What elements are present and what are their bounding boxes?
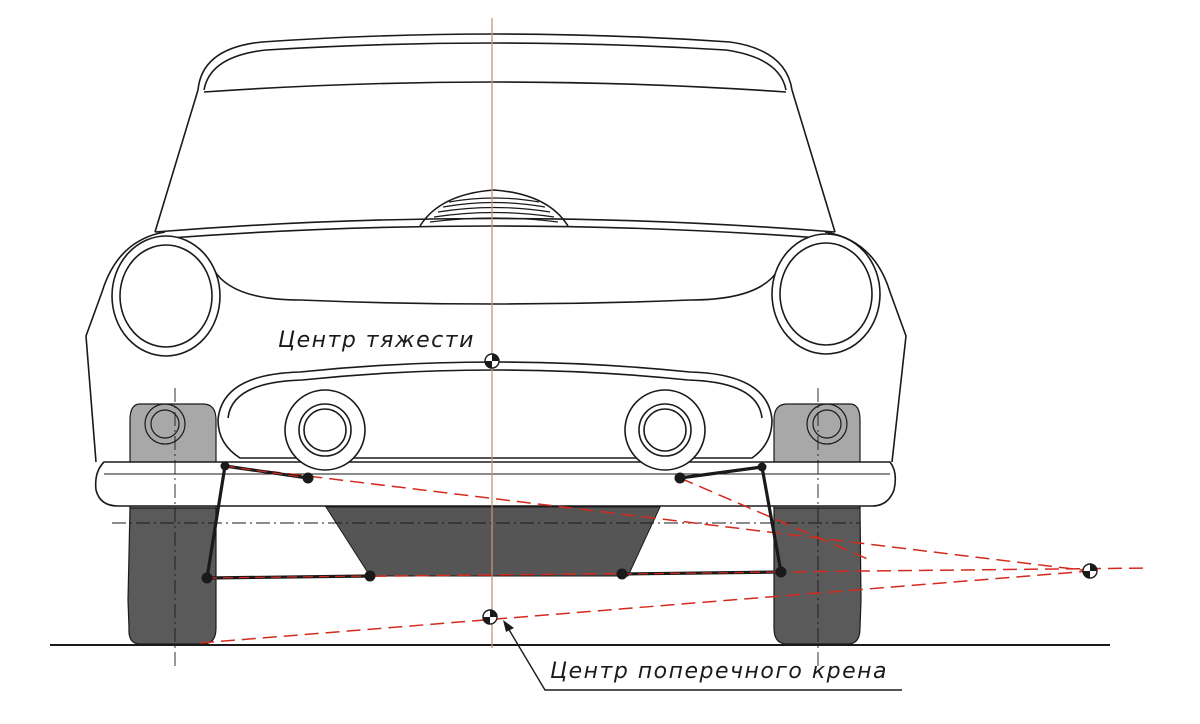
roll-center-marker [482, 609, 498, 625]
center-of-gravity-label: Центр тяжести [278, 328, 475, 353]
right-upper-arm [678, 465, 764, 480]
left-fog-light [284, 389, 366, 471]
right-lower-outer-pivot [775, 566, 787, 578]
front-bumper [94, 461, 897, 507]
right-upper-arm-ext [679, 477, 871, 561]
hood-scoop-vents [429, 197, 559, 223]
grille-outer [217, 361, 773, 459]
instant-center-marker [1082, 563, 1098, 579]
arm-highlights [206, 465, 782, 579]
roof-line-inner [203, 42, 787, 91]
right-hub [806, 403, 848, 445]
roof-line-outer [197, 33, 793, 91]
right-tire-lower [773, 507, 862, 645]
upper-arm-extension [224, 465, 1091, 572]
front-panel-curve [213, 269, 779, 305]
roll-center-leader [503, 620, 902, 691]
left-hub [144, 403, 186, 445]
axis-lines [112, 388, 860, 668]
windshield-frame [154, 89, 836, 233]
left-lower-inner-pivot [364, 570, 376, 582]
hood-scoop [419, 189, 569, 227]
left-lower-outer-pivot [201, 572, 213, 584]
right-upright [760, 465, 783, 574]
roll-center-label: Центр поперечного крена [550, 659, 888, 684]
left-fender [85, 231, 166, 463]
left-headlight [111, 235, 221, 357]
right-headlight [771, 233, 881, 355]
left-upper-outer-pivot [220, 461, 230, 471]
instant-center-to-contact [199, 570, 1091, 644]
leader-arrowhead [503, 620, 514, 632]
right-fog-light [624, 389, 706, 471]
leader-line [507, 627, 902, 691]
car-body [85, 33, 907, 507]
left-wheel [127, 403, 217, 645]
pivot-joints [201, 461, 787, 584]
windshield-top [203, 81, 787, 93]
right-lower-inner-pivot [616, 568, 628, 580]
right-upper-inner-pivot [674, 472, 686, 484]
grille-inner [227, 369, 763, 419]
left-upright [205, 464, 227, 580]
oil-pan [325, 506, 661, 577]
cowl-line-inner [169, 225, 821, 239]
center-of-gravity-marker [484, 353, 500, 369]
left-upper-inner-pivot [302, 472, 314, 484]
right-upper-outer-pivot [757, 462, 767, 472]
